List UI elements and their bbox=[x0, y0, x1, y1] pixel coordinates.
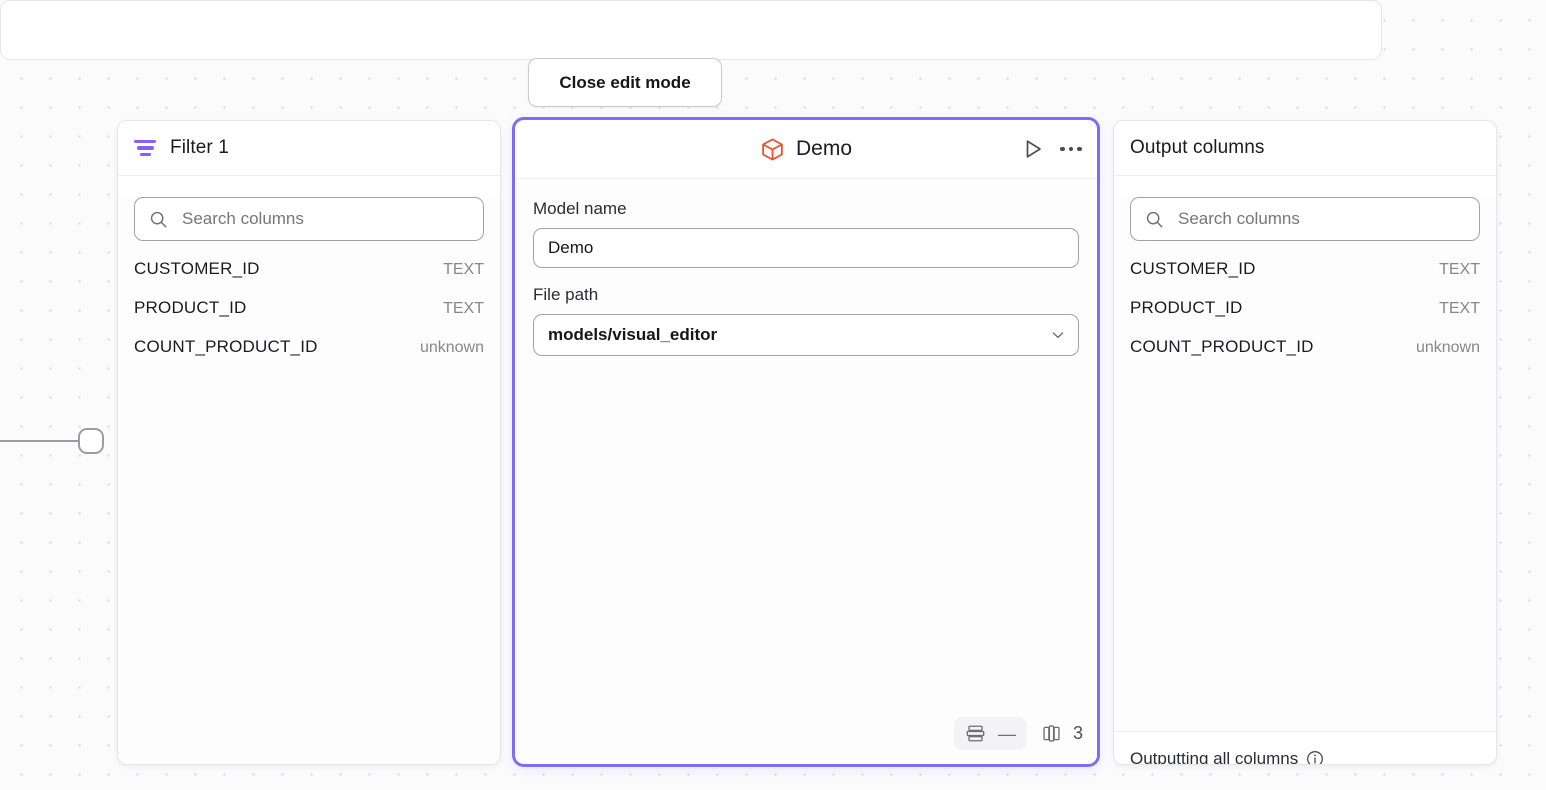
column-name: PRODUCT_ID bbox=[1130, 298, 1243, 317]
output-search-input[interactable] bbox=[1178, 209, 1465, 229]
model-panel-header: Demo bbox=[515, 120, 1097, 179]
column-name: CUSTOMER_ID bbox=[134, 259, 260, 278]
column-name: COUNT_PRODUCT_ID bbox=[134, 337, 318, 356]
model-name-input[interactable] bbox=[533, 228, 1079, 268]
search-icon bbox=[1146, 211, 1163, 227]
play-icon bbox=[1026, 140, 1041, 158]
model-header-actions bbox=[1021, 137, 1083, 161]
column-name: PRODUCT_ID bbox=[134, 298, 247, 317]
filter-search-input[interactable] bbox=[182, 209, 469, 229]
row-count-value: — bbox=[997, 723, 1016, 744]
model-title-group: Demo bbox=[515, 137, 1097, 162]
more-options-button[interactable] bbox=[1059, 144, 1083, 154]
search-icon bbox=[150, 211, 167, 227]
filter-icon bbox=[134, 140, 156, 156]
output-panel-title: Output columns bbox=[1130, 137, 1265, 158]
connection-edge bbox=[0, 440, 84, 442]
output-panel-body: CUSTOMER_ID TEXT PRODUCT_ID TEXT COUNT_P… bbox=[1114, 197, 1496, 766]
more-options-icon bbox=[1059, 144, 1083, 154]
columns-icon bbox=[1043, 725, 1060, 742]
output-search-box[interactable] bbox=[1130, 197, 1480, 241]
output-columns-panel[interactable]: Output columns CUSTOMER_ID TEXT PRODUCT_… bbox=[1113, 120, 1497, 765]
output-column-list: CUSTOMER_ID TEXT PRODUCT_ID TEXT COUNT_P… bbox=[1114, 259, 1496, 376]
model-panel[interactable]: Demo Model name File path bbox=[512, 117, 1100, 767]
column-type: unknown bbox=[1415, 339, 1480, 356]
model-stats-footer: — 3 bbox=[953, 717, 1083, 750]
file-path-value: models/visual_editor bbox=[548, 325, 718, 344]
column-count-value: 3 bbox=[1072, 723, 1083, 743]
column-type: TEXT bbox=[443, 261, 484, 278]
filter-panel-title: Filter 1 bbox=[170, 137, 229, 158]
model-panel-title: Demo bbox=[795, 137, 853, 160]
output-panel-header: Output columns bbox=[1114, 121, 1496, 176]
info-icon[interactable] bbox=[1306, 750, 1324, 766]
row-count-button[interactable]: — bbox=[953, 717, 1027, 750]
table-row[interactable]: COUNT_PRODUCT_ID unknown bbox=[134, 337, 484, 376]
column-type: TEXT bbox=[443, 300, 484, 317]
filter-panel[interactable]: Filter 1 CUSTOMER_ID TEXT PRODUCT_ID TEX… bbox=[117, 120, 501, 765]
close-edit-mode-button[interactable]: Close edit mode bbox=[528, 58, 722, 107]
table-row[interactable]: PRODUCT_ID TEXT bbox=[134, 298, 484, 337]
run-model-button[interactable] bbox=[1021, 137, 1045, 161]
model-name-label: Model name bbox=[533, 199, 627, 218]
filter-panel-body: CUSTOMER_ID TEXT PRODUCT_ID TEXT COUNT_P… bbox=[118, 197, 500, 764]
filter-column-list: CUSTOMER_ID TEXT PRODUCT_ID TEXT COUNT_P… bbox=[118, 259, 500, 376]
filter-panel-header: Filter 1 bbox=[118, 121, 500, 176]
output-panel-footer: Outputting all columns bbox=[1114, 731, 1496, 766]
connection-handle[interactable] bbox=[78, 428, 104, 454]
rows-icon bbox=[966, 725, 985, 742]
table-row[interactable]: CUSTOMER_ID TEXT bbox=[1130, 259, 1480, 298]
column-name: CUSTOMER_ID bbox=[1130, 259, 1256, 278]
chevron-down-icon bbox=[1052, 332, 1064, 339]
cube-icon bbox=[762, 138, 783, 160]
output-footer-label: Outputting all columns bbox=[1130, 748, 1299, 765]
table-row[interactable]: PRODUCT_ID TEXT bbox=[1130, 298, 1480, 337]
column-name: COUNT_PRODUCT_ID bbox=[1130, 337, 1314, 356]
column-type: TEXT bbox=[1439, 261, 1480, 278]
column-type: TEXT bbox=[1439, 300, 1480, 317]
table-row[interactable]: CUSTOMER_ID TEXT bbox=[134, 259, 484, 298]
column-count-button[interactable]: 3 bbox=[1041, 723, 1083, 744]
file-path-label: File path bbox=[533, 285, 599, 304]
file-path-select[interactable]: models/visual_editor bbox=[533, 314, 1079, 356]
bottom-panel[interactable] bbox=[0, 0, 1382, 60]
column-type: unknown bbox=[419, 339, 484, 356]
model-panel-body: Model name File path models/visual_edito… bbox=[515, 179, 1097, 764]
table-row[interactable]: COUNT_PRODUCT_ID unknown bbox=[1130, 337, 1480, 376]
filter-search-box[interactable] bbox=[134, 197, 484, 241]
